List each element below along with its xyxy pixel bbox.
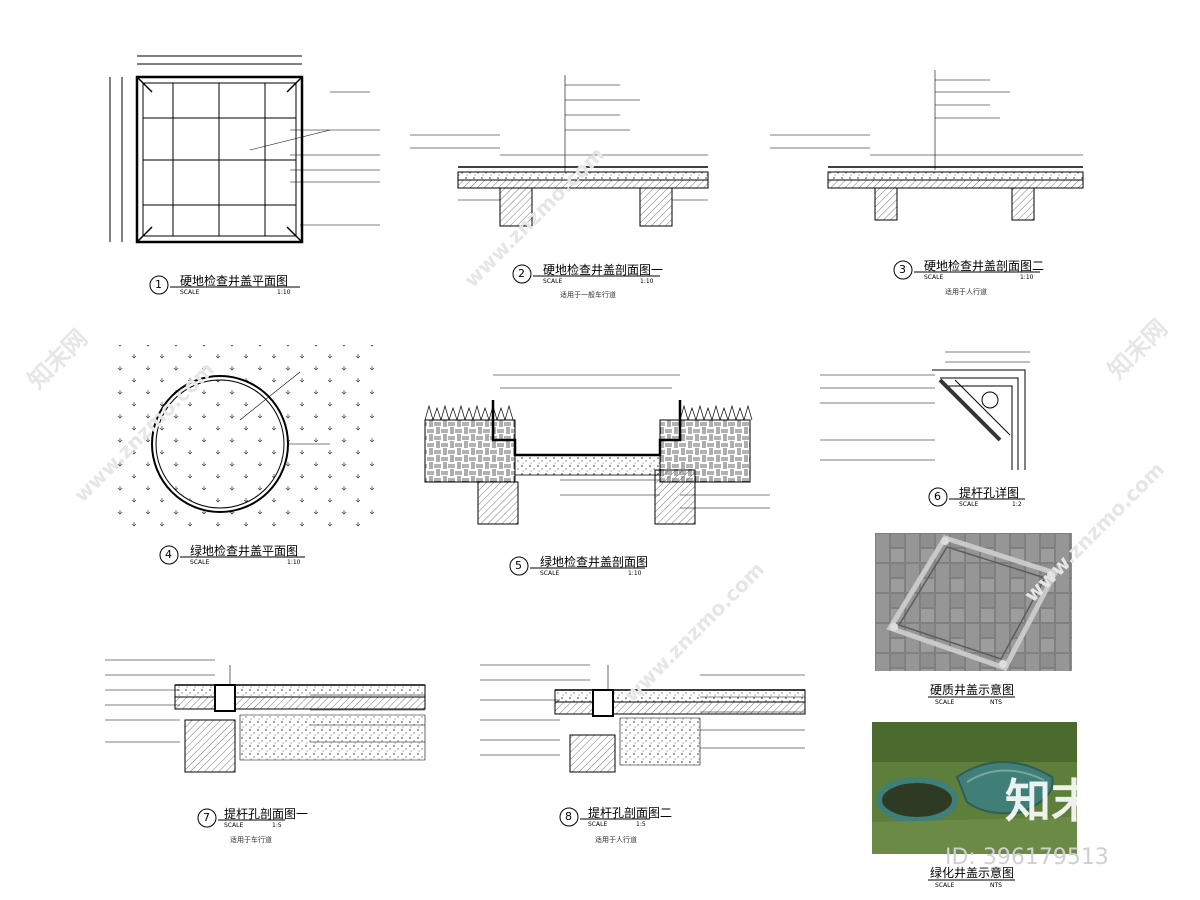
drawing-2-note: 适用于一般车行道 <box>560 291 616 299</box>
drawing-3-section <box>770 70 1084 221</box>
photo-1-title: 硬质井盖示意图 <box>930 683 1015 697</box>
drawing-7-note: 适用于车行道 <box>230 836 272 844</box>
photo-2-scale: NTS <box>990 882 1002 889</box>
drawing-1-plan <box>109 55 380 244</box>
drawing-8-scale: 1:5 <box>636 821 646 828</box>
drawing-5-scale-label: SCALE <box>540 570 560 577</box>
drawing-7-scale: 1:5 <box>272 822 282 829</box>
hard-cover-image <box>875 533 1072 671</box>
drawing-5-number: 5 <box>515 559 522 572</box>
drawing-6-detail <box>820 351 1030 470</box>
drawing-8-title: 提杆孔剖面图二 <box>588 806 673 820</box>
drawing-2-title: 硬地检查井盖剖面图一 <box>543 263 664 277</box>
drawing-6-scale: 1:2 <box>1012 501 1022 508</box>
drawing-1-scale: 1:10 <box>277 289 291 296</box>
drawing-2-scale: 1:10 <box>640 278 654 285</box>
photo-2-title: 绿化井盖示意图 <box>930 866 1015 880</box>
drawing-4-number: 4 <box>165 548 172 561</box>
drawing-8-scale-label: SCALE <box>588 821 608 828</box>
photo-1-scale: NTS <box>990 699 1002 706</box>
brand-logo: 知末 <box>1005 774 1097 828</box>
drawing-3-scale: 1:10 <box>1020 274 1034 281</box>
hard-cover-photo <box>875 533 1072 671</box>
drawing-7-section <box>105 659 426 773</box>
drawing-2-scale-label: SCALE <box>543 278 563 285</box>
drawing-7-scale-label: SCALE <box>224 822 244 829</box>
drawing-6-scale-label: SCALE <box>959 501 979 508</box>
drawing-6-number: 6 <box>934 490 941 503</box>
drawing-2-number: 2 <box>518 267 525 280</box>
drawing-4-scale: 1:10 <box>287 559 301 566</box>
drawing-3-scale-label: SCALE <box>924 274 944 281</box>
drawing-7-number: 7 <box>203 811 210 824</box>
drawing-1-number: 1 <box>155 278 162 291</box>
drawing-5-title: 绿地检查井盖剖面图 <box>540 555 649 569</box>
drawing-5-section <box>424 374 770 525</box>
drawing-7-title: 提杆孔剖面图一 <box>224 807 309 821</box>
drawing-8-note: 适用于人行道 <box>595 836 637 844</box>
green-cover-image <box>872 722 1077 854</box>
photo-1-scale-label: SCALE <box>935 699 955 706</box>
drawing-1-title: 硬地检查井盖平面图 <box>180 274 289 288</box>
green-cover-photo <box>872 722 1077 854</box>
drawing-4-plan <box>110 345 380 530</box>
brand-id: ID: 396179513 <box>945 845 1109 870</box>
title-markers <box>149 260 1040 881</box>
drawing-4-title: 绿地检查井盖平面图 <box>190 544 299 558</box>
photo-2-scale-label: SCALE <box>935 882 955 889</box>
drawing-1-scale-label: SCALE <box>180 289 200 296</box>
drawing-5-scale: 1:10 <box>628 570 642 577</box>
drawing-6-title: 提杆孔详图 <box>959 486 1020 500</box>
drawing-3-title: 硬地检查井盖剖面图二 <box>924 259 1045 273</box>
drawing-8-section <box>480 664 806 773</box>
drawing-3-number: 3 <box>899 263 906 276</box>
drawing-4-scale-label: SCALE <box>190 559 210 566</box>
drawing-2-section <box>410 75 709 227</box>
drawing-3-note: 适用于人行道 <box>945 288 987 296</box>
drawing-8-number: 8 <box>565 810 572 823</box>
